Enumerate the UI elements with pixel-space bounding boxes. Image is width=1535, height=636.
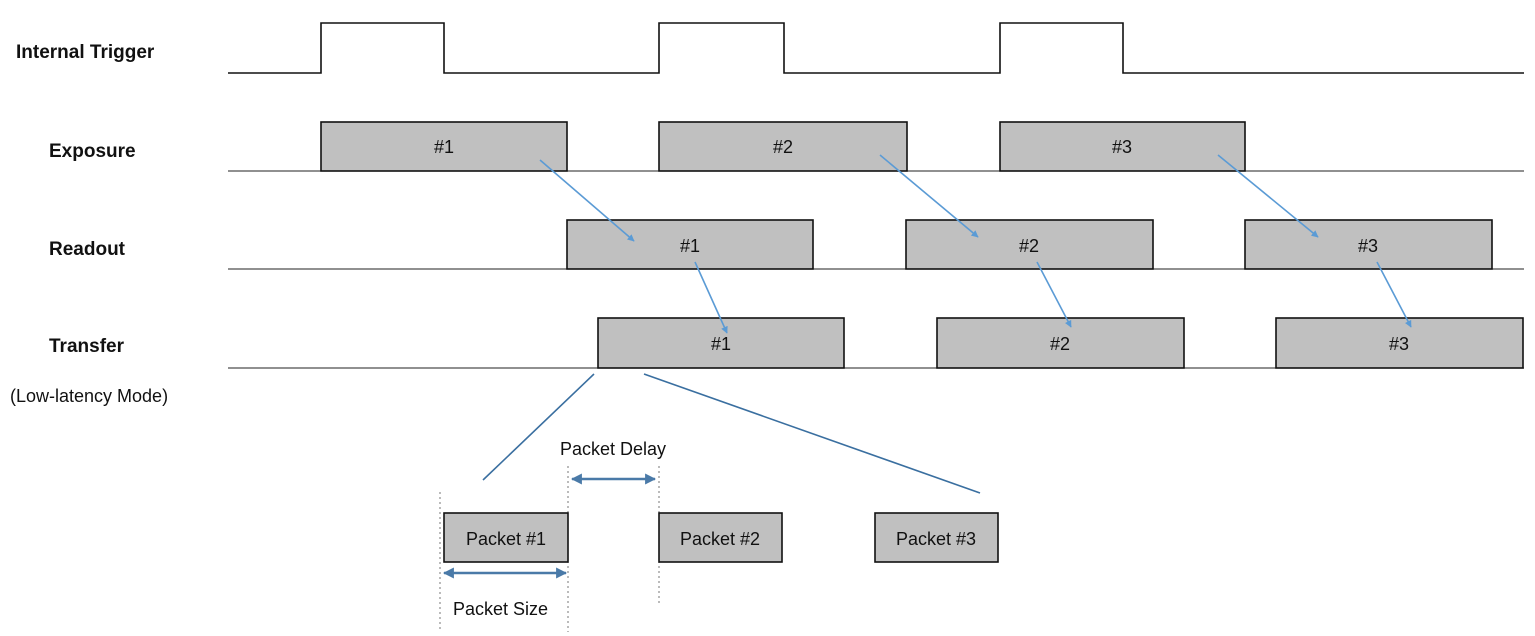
exposure-frame-1: #1 [320,121,568,172]
readout-to-transfer-arrow-1 [694,261,728,334]
readout-to-transfer-arrow-2 [1036,261,1072,328]
readout-box [905,219,1154,270]
exposure-to-readout-arrow-3 [1217,154,1319,238]
packet-3: Packet #3 [874,512,999,563]
readout-box [1244,219,1493,270]
exposure-frame-label: #3 [1112,137,1132,157]
internal-trigger-label: Internal Trigger [16,42,155,63]
packet-box [658,512,783,563]
transfer-frame-3: #3 [1275,317,1524,369]
zoom-line-left [482,373,595,481]
exposure-frame-label: #1 [434,137,454,157]
zoom-line-right [643,373,981,494]
readout-frame-1: #1 [566,219,814,270]
trigger-waveform [228,22,1524,74]
transfer-label: Transfer [49,336,125,357]
transfer-box [1275,317,1524,369]
exposure-box [320,121,568,172]
transfer-frame-1: #1 [597,317,845,369]
exposure-frame-3: #3 [999,121,1246,172]
packet-box [874,512,999,563]
exposure-frame-2: #2 [658,121,908,172]
exposure-label: Exposure [49,141,136,162]
packet-2: Packet #2 [658,512,783,563]
readout-frame-label: #3 [1358,236,1378,256]
exposure-box [658,121,908,172]
transfer-frame-2: #2 [936,317,1185,369]
exposure-to-readout-arrow-1 [539,159,635,242]
exposure-box [999,121,1246,172]
packet-size-label: Packet Size [453,599,548,619]
packet-label: Packet #3 [896,529,976,549]
readout-frame-2: #2 [905,219,1154,270]
readout-to-transfer-arrow-3 [1376,261,1412,328]
readout-box [566,219,814,270]
transfer-box [597,317,845,369]
transfer-box [936,317,1185,369]
packet-label: Packet #2 [680,529,760,549]
exposure-frame-label: #2 [773,137,793,157]
exposure-to-readout-arrow-2 [879,154,979,238]
transfer-frame-label: #2 [1050,334,1070,354]
packet-1: Packet #1 [443,512,569,563]
readout-frame-label: #1 [680,236,700,256]
transfer-mode-label: (Low-latency Mode) [10,386,168,406]
readout-label: Readout [49,239,126,260]
readout-frame-label: #2 [1019,236,1039,256]
packet-box [443,512,569,563]
packet-label: Packet #1 [466,529,546,549]
transfer-frame-label: #3 [1389,334,1409,354]
packet-delay-label: Packet Delay [560,439,666,459]
readout-frame-3: #3 [1244,219,1493,270]
transfer-frame-label: #1 [711,334,731,354]
